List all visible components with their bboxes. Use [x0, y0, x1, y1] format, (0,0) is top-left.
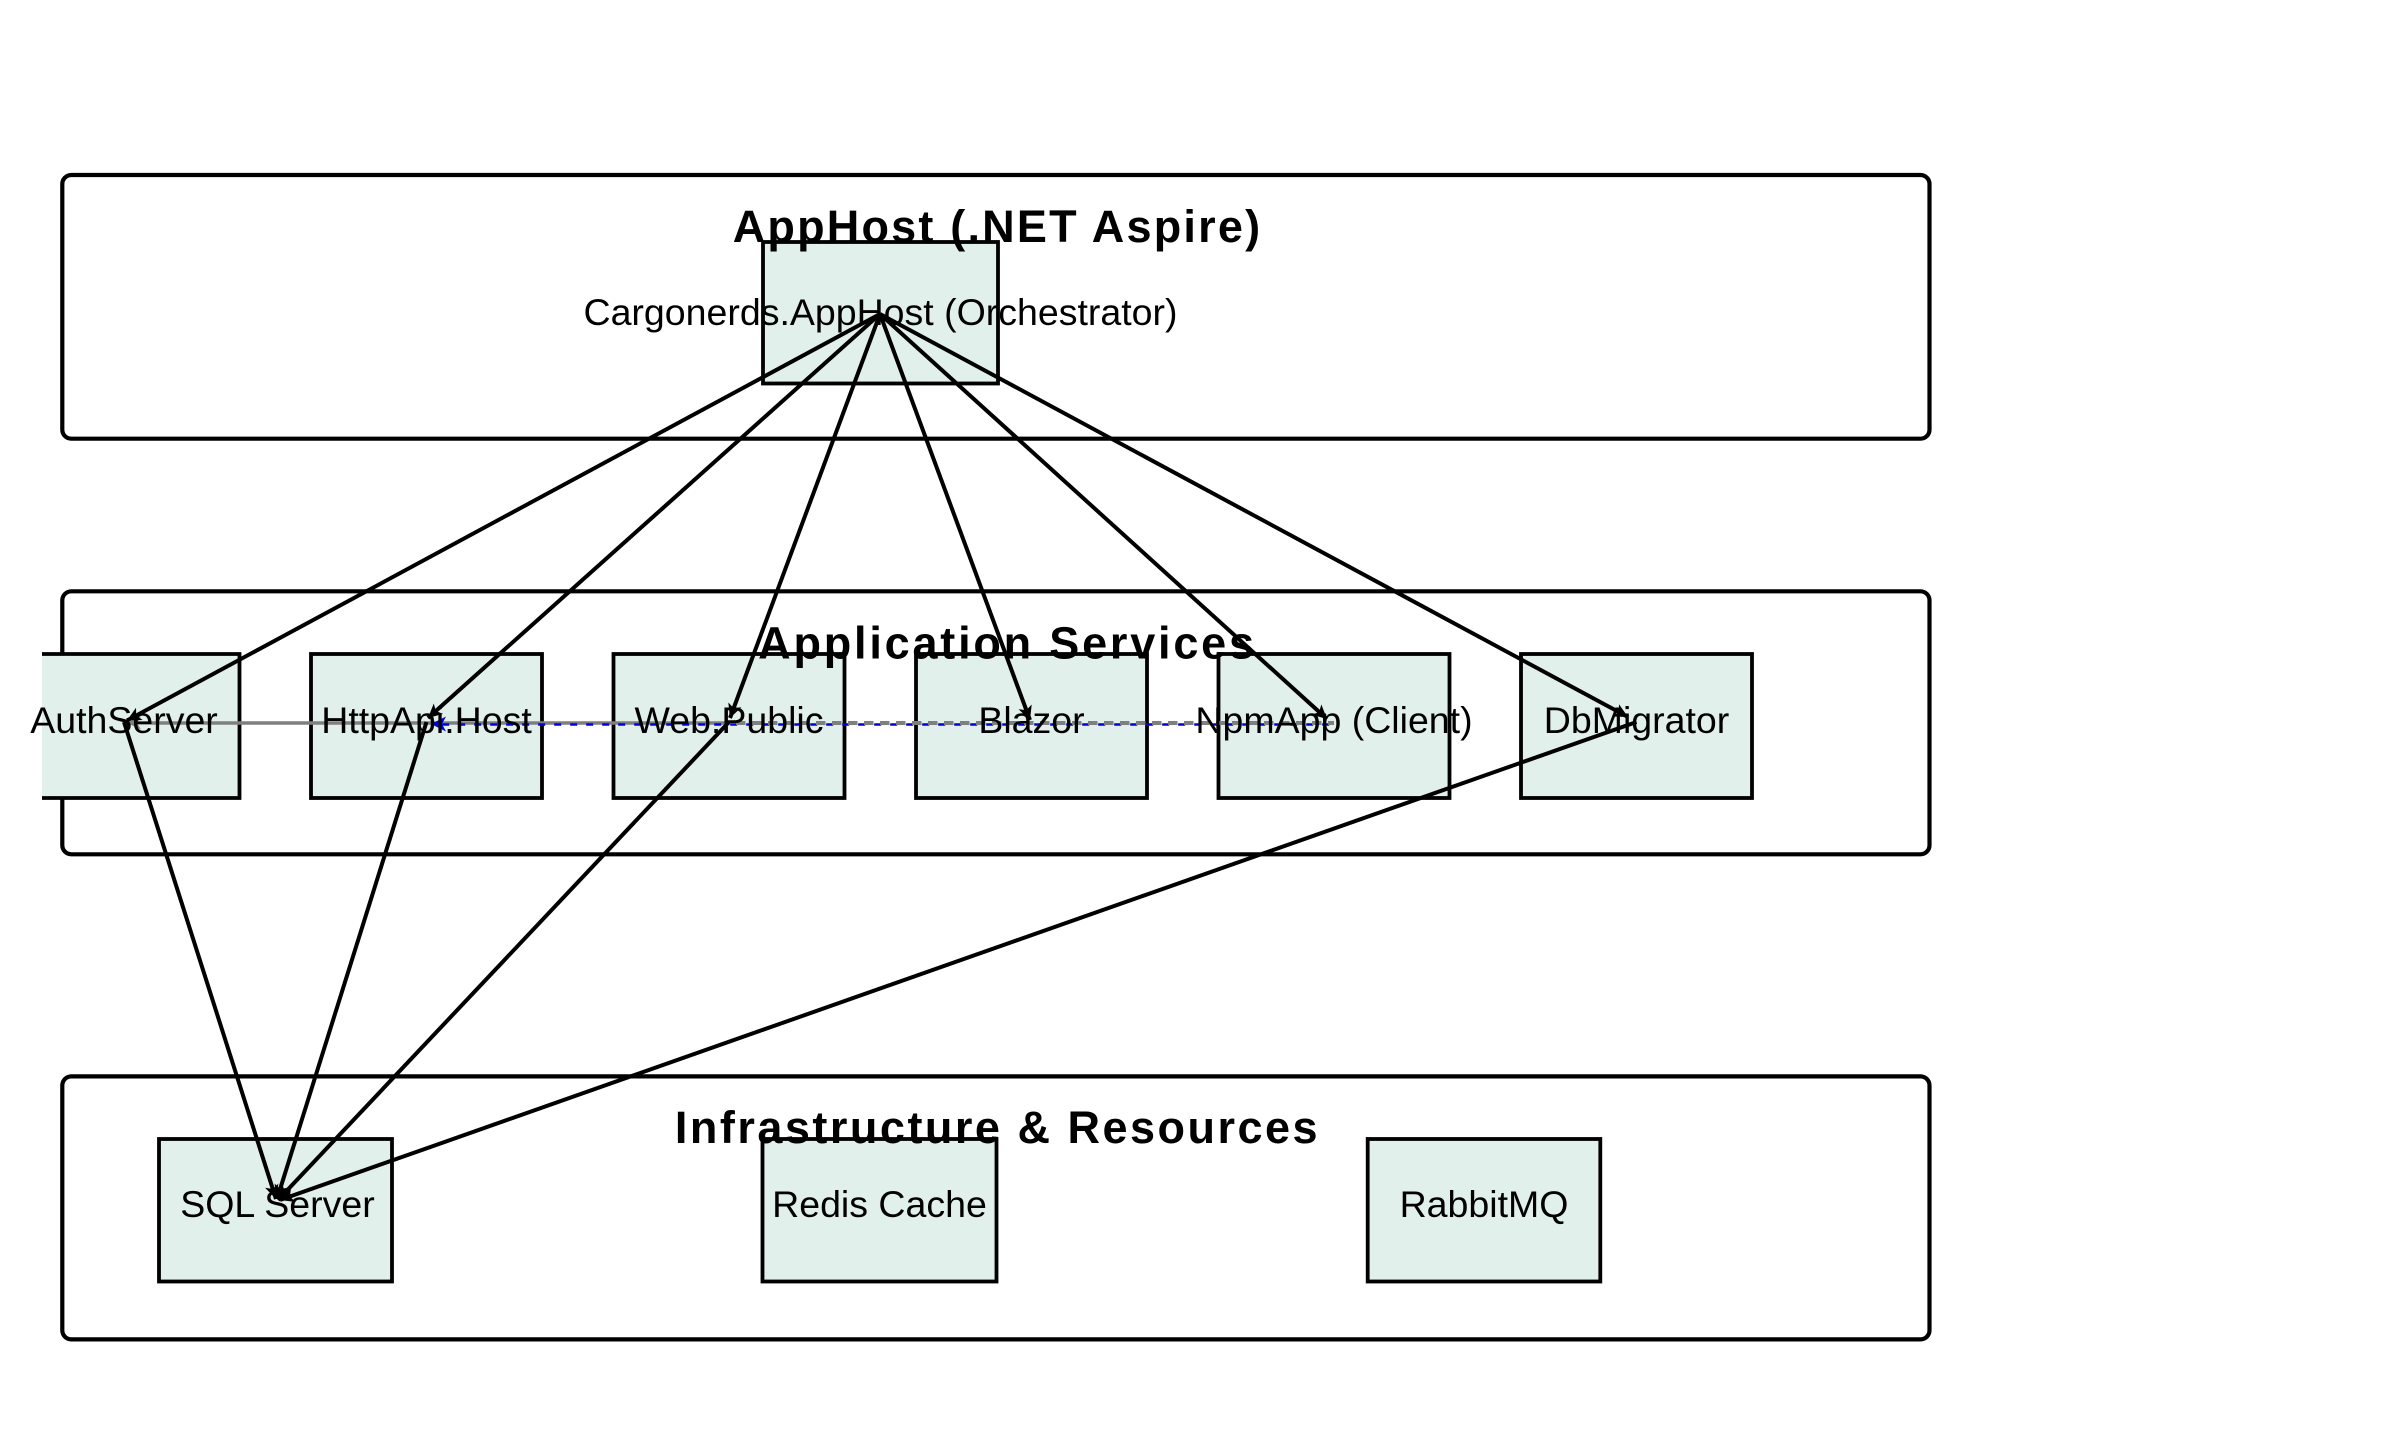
- svg-text:AppHost (.NET Aspire): AppHost (.NET Aspire): [733, 201, 1263, 252]
- svg-text:HttpApi.Host: HttpApi.Host: [321, 699, 532, 741]
- svg-text:DbMigrator: DbMigrator: [1544, 699, 1729, 741]
- svg-text:Application Services: Application Services: [758, 618, 1257, 669]
- svg-text:RabbitMQ: RabbitMQ: [1400, 1183, 1569, 1225]
- svg-text:Redis Cache: Redis Cache: [772, 1183, 987, 1225]
- svg-text:Web.Public: Web.Public: [635, 699, 824, 741]
- svg-text:Blazor: Blazor: [978, 699, 1084, 741]
- svg-text:Infrastructure & Resources: Infrastructure & Resources: [675, 1102, 1320, 1153]
- svg-text:NpmApp (Client): NpmApp (Client): [1195, 699, 1472, 741]
- svg-text:SQL Server: SQL Server: [180, 1183, 375, 1225]
- svg-text:AuthServer: AuthServer: [30, 699, 218, 741]
- svg-text:Cargonerds.AppHost (Orchestrat: Cargonerds.AppHost (Orchestrator): [584, 291, 1178, 333]
